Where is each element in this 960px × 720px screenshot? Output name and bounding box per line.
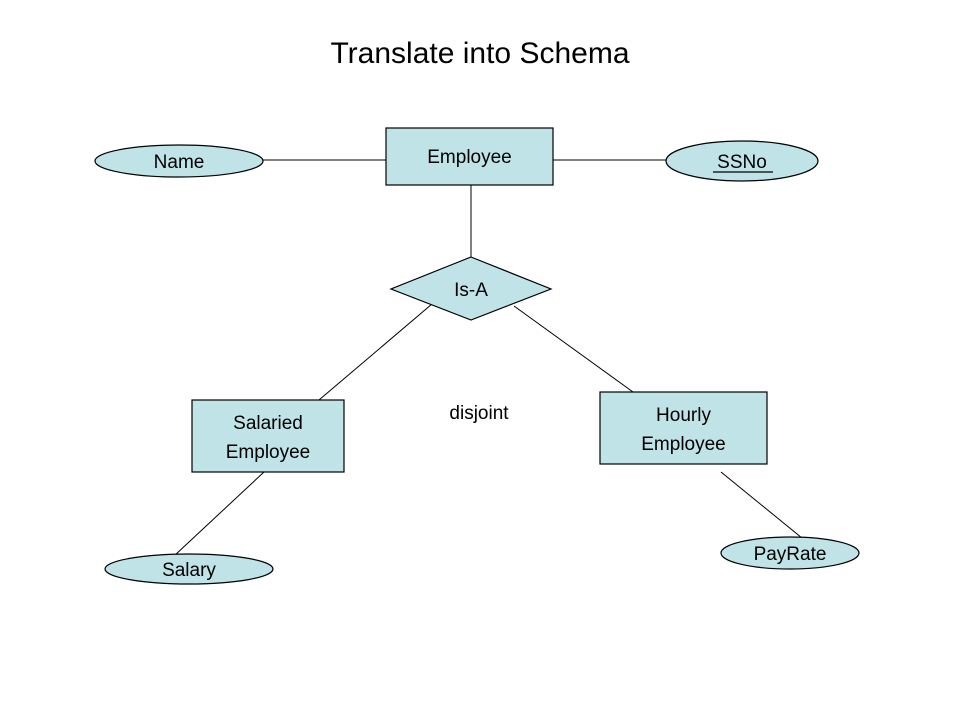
edge-hourly-payrate [720,471,803,539]
attribute-payrate-label: PayRate [754,544,827,565]
entity-salaried-line2: Employee [226,442,311,463]
entity-salaried-employee: Salaried Employee [191,399,345,473]
entity-employee-label: Employee [427,147,512,168]
edge-isa-salaried [318,303,433,401]
entity-salaried-line1: Salaried [233,413,303,434]
attribute-ssno: SSNo [665,140,819,182]
entity-hourly-employee: Hourly Employee [599,391,768,465]
attribute-payrate: PayRate [720,536,860,570]
relationship-isa: Is-A [389,256,553,321]
slide-title: Translate into Schema [330,37,630,70]
entity-employee: Employee [385,127,554,186]
attribute-name: Name [94,144,264,178]
edge-salaried-salary [173,471,265,557]
entity-hourly-line2: Employee [641,434,726,455]
edge-isa-hourly [513,305,634,393]
disjoint-label: disjoint [449,403,509,424]
attribute-salary-label: Salary [162,560,216,581]
relationship-isa-label: Is-A [454,280,488,301]
attribute-ssno-label: SSNo [717,152,767,173]
attribute-name-label: Name [154,152,205,173]
attribute-salary: Salary [104,553,274,585]
entity-hourly-line1: Hourly [656,405,711,426]
